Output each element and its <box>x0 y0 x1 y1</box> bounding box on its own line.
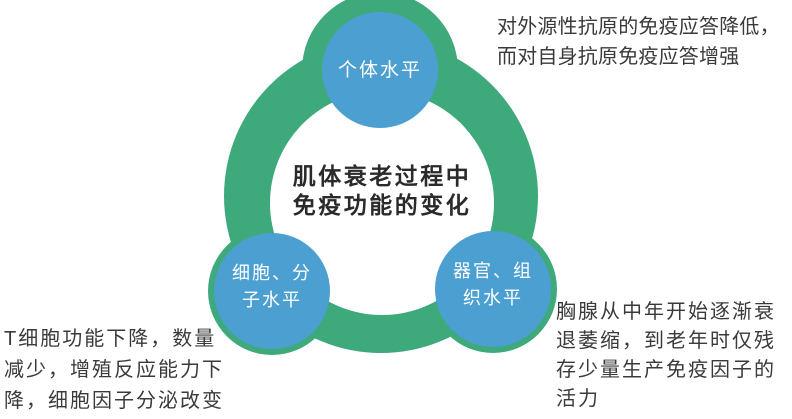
node-cell-molecular-level-label: 细胞、分 子水平 <box>232 263 312 310</box>
annotation-organ-tissue-level: 胸腺从中年开始逐渐衰 退萎缩，到老年时仅残 存少量生产免疫因子的 活力 <box>556 301 776 410</box>
diagram-title: 肌体衰老过程中 免疫功能的变化 <box>292 163 472 218</box>
node-organ-tissue-level: 器官、组 织水平 <box>435 231 551 347</box>
node-individual-level: 个体水平 <box>322 12 438 128</box>
annotation-individual-level: 对外源性抗原的免疫应答降低， 而对自身抗原免疫应答增强 <box>497 16 780 68</box>
node-individual-level-label: 个体水平 <box>337 59 422 81</box>
node-organ-tissue-level-label: 器官、组 织水平 <box>453 261 533 308</box>
annotation-cell-molecular-level: T细胞功能下降，数量 减少，增殖反应能力下 降，细胞因子分泌改变 <box>4 328 224 412</box>
node-cell-molecular-level: 细胞、分 子水平 <box>214 233 330 349</box>
